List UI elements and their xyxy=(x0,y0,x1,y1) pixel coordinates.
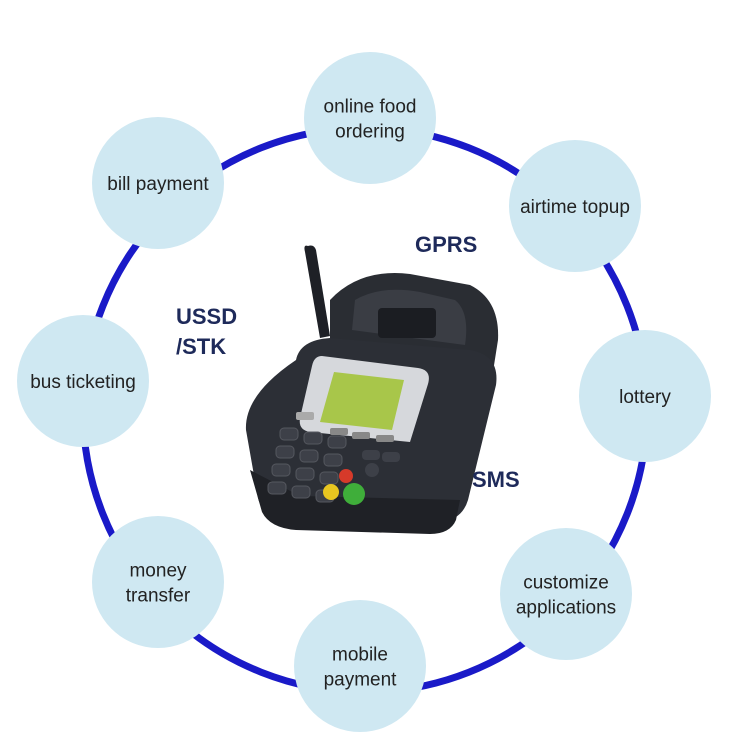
service-node-label: applications xyxy=(516,598,616,619)
service-node: bus ticketing xyxy=(17,315,149,447)
service-node-circle xyxy=(304,52,436,184)
service-node: mobile payment xyxy=(294,600,426,732)
service-node-circle xyxy=(17,315,149,447)
service-node-circle xyxy=(92,516,224,648)
pos-terminal-icon xyxy=(245,245,499,534)
service-node-label: airtime topup xyxy=(520,197,630,218)
service-node-label: bus ticketing xyxy=(30,372,136,393)
service-node-circle xyxy=(579,330,711,462)
service-node: online food ordering xyxy=(304,52,436,184)
service-node: lottery xyxy=(579,330,711,462)
protocol-label: USSD xyxy=(176,304,237,329)
service-node-label: customize xyxy=(523,573,609,594)
service-node-label: online food xyxy=(324,97,417,118)
service-nodes: online food ordering airtime topup lottery c… xyxy=(17,52,711,732)
service-node-label: ordering xyxy=(335,122,405,143)
service-node-circle xyxy=(92,117,224,249)
service-node: customize applications xyxy=(500,528,632,660)
service-node-circle xyxy=(294,600,426,732)
service-node-circle xyxy=(509,140,641,272)
service-node: airtime topup xyxy=(509,140,641,272)
service-node-label: lottery xyxy=(619,387,671,408)
service-node-label: transfer xyxy=(126,586,191,607)
service-node-label: money xyxy=(129,561,187,582)
protocol-label: SMS xyxy=(472,467,520,492)
service-node: bill payment xyxy=(92,117,224,249)
protocol-labels: GPRS USSD/STK SMS xyxy=(176,232,520,492)
protocol-label: /STK xyxy=(176,334,226,359)
service-node-label: mobile xyxy=(332,645,388,666)
service-node-label: bill payment xyxy=(107,174,209,195)
protocol-label: GPRS xyxy=(415,232,477,257)
service-node-label: payment xyxy=(324,670,398,691)
service-node-circle xyxy=(500,528,632,660)
service-node: money transfer xyxy=(92,516,224,648)
